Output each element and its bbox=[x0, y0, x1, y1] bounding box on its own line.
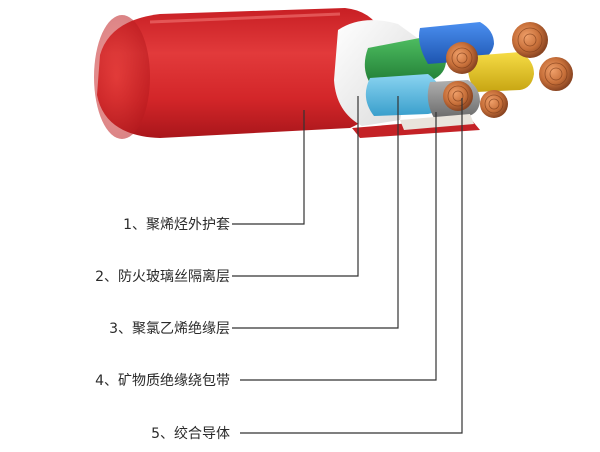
label-text: 、聚氯乙烯绝缘层 bbox=[118, 321, 230, 337]
leader-line-1 bbox=[232, 110, 305, 225]
copper-conductors bbox=[443, 22, 573, 118]
leader-line-4 bbox=[240, 112, 437, 381]
label-text: 、矿物质绝缘绕包带 bbox=[104, 373, 230, 389]
label-pvc-insulation: 3、聚氯乙烯绝缘层 bbox=[10, 318, 230, 338]
label-text: 、防火玻璃丝隔离层 bbox=[104, 269, 230, 285]
leader-line-3 bbox=[232, 96, 399, 329]
label-glass-fiber: 2、防火玻璃丝隔离层 bbox=[10, 266, 230, 286]
label-num: 2 bbox=[95, 269, 104, 285]
label-mineral-tape: 4、矿物质绝缘绕包带 bbox=[10, 370, 230, 390]
label-num: 5 bbox=[151, 426, 160, 442]
label-num: 3 bbox=[109, 321, 118, 337]
label-text: 、聚烯烃外护套 bbox=[132, 217, 230, 233]
label-num: 4 bbox=[95, 373, 104, 389]
label-outer-sheath: 1、聚烯烃外护套 bbox=[10, 214, 230, 234]
label-num: 1 bbox=[123, 217, 132, 233]
leader-lines bbox=[232, 96, 463, 434]
label-text: 、绞合导体 bbox=[160, 426, 230, 442]
label-stranded-conductor: 5、绞合导体 bbox=[10, 423, 230, 443]
outer-sheath bbox=[94, 8, 391, 139]
leader-line-2 bbox=[232, 96, 359, 277]
leader-line-5 bbox=[240, 98, 463, 434]
